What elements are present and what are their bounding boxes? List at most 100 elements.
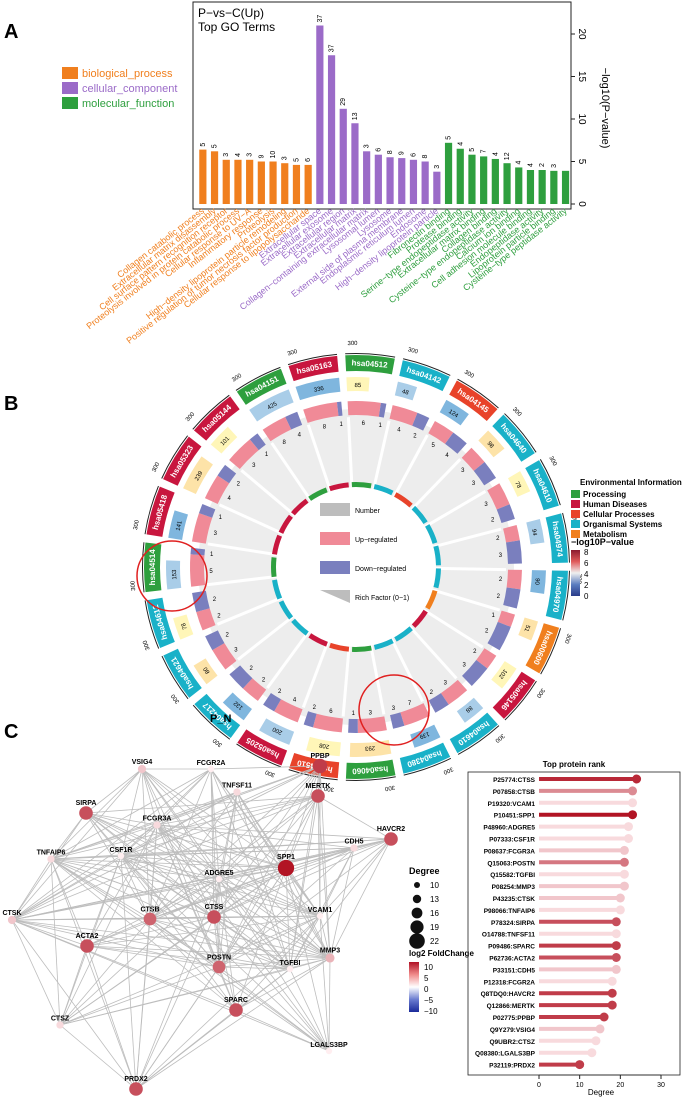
category-label: Human Diseases bbox=[583, 500, 648, 509]
up-regulated-bar bbox=[428, 420, 454, 444]
fc-colorbar-tick: 0 bbox=[424, 985, 429, 994]
network-edge bbox=[11, 765, 321, 921]
bar bbox=[561, 170, 570, 204]
network-edge bbox=[156, 824, 355, 849]
network-edge bbox=[218, 878, 291, 970]
network-node bbox=[47, 855, 55, 863]
bar-count-label: 9 bbox=[258, 155, 265, 159]
node-label: SPP1 bbox=[277, 854, 295, 861]
pathway-band bbox=[399, 360, 450, 392]
number-bar bbox=[346, 377, 370, 392]
network-edge bbox=[218, 838, 392, 968]
inner-legend-swatch bbox=[320, 503, 350, 516]
bar-count-label: 3 bbox=[364, 144, 371, 148]
network-edge bbox=[11, 919, 330, 1052]
protein-label: Q8TDQ0:HAVCR2 bbox=[481, 991, 536, 998]
network-edge bbox=[59, 945, 88, 1026]
chart-title: P−vs−C(Up) bbox=[198, 6, 264, 20]
network-edge bbox=[59, 824, 158, 1026]
bar bbox=[246, 159, 254, 204]
network-edge bbox=[218, 795, 319, 968]
network-node bbox=[207, 910, 221, 924]
inner-ring-segment bbox=[433, 545, 441, 566]
network-edge bbox=[218, 957, 331, 968]
bar-count-label: 8 bbox=[387, 150, 394, 154]
scale-line bbox=[457, 725, 500, 755]
spoke bbox=[422, 608, 484, 649]
protein-label: P19320:VCAM1 bbox=[488, 801, 536, 808]
down-count: 2 bbox=[491, 518, 495, 524]
network-node bbox=[143, 912, 157, 926]
network-edge bbox=[210, 768, 220, 880]
spoke bbox=[410, 458, 462, 511]
scale-label: 300 bbox=[323, 785, 334, 792]
network-node bbox=[286, 965, 294, 973]
down-count: 2 bbox=[226, 633, 230, 639]
down-regulated-bar bbox=[229, 665, 253, 689]
lollipop-head bbox=[575, 1060, 585, 1070]
up-count: 1 bbox=[492, 613, 496, 619]
network-edge bbox=[141, 768, 321, 917]
up-count: 2 bbox=[262, 678, 266, 684]
scale-label: 300 bbox=[185, 411, 197, 423]
up-count: 3 bbox=[369, 710, 373, 716]
inner-ring-segment bbox=[394, 492, 413, 508]
scale-line bbox=[142, 542, 145, 593]
highlight-circle bbox=[358, 674, 430, 746]
category-swatch bbox=[571, 530, 580, 538]
spoke bbox=[306, 424, 332, 492]
protein-label: P43235:CTSK bbox=[493, 896, 536, 903]
pathway-band bbox=[236, 368, 287, 405]
network-edge bbox=[218, 878, 237, 1011]
pathway-band bbox=[146, 597, 175, 649]
lollipop-head bbox=[623, 834, 633, 843]
bar-count-label: 37 bbox=[329, 44, 336, 52]
spoke bbox=[392, 434, 429, 498]
number-bar bbox=[349, 739, 392, 758]
rank-x-tick-label: 20 bbox=[616, 1082, 624, 1089]
number-bar bbox=[478, 430, 505, 458]
fc-colorbar-tick: 10 bbox=[424, 963, 433, 972]
network-edge bbox=[317, 795, 331, 959]
network-edge bbox=[156, 824, 392, 840]
protein-label: P12318:FCGR2A bbox=[484, 979, 536, 986]
pathway-band bbox=[525, 460, 559, 511]
node-label: CDH5 bbox=[344, 838, 363, 845]
down-regulated-bar bbox=[412, 412, 430, 431]
network-edge bbox=[141, 768, 331, 959]
scale-label: 300 bbox=[493, 732, 505, 743]
network-node bbox=[137, 764, 147, 774]
network-edge bbox=[120, 855, 151, 920]
up-regulated-bar bbox=[487, 483, 510, 510]
number-label: 85 bbox=[355, 383, 362, 389]
node-label: HAVCR2 bbox=[377, 826, 405, 833]
spoke bbox=[216, 596, 283, 626]
spoke bbox=[341, 646, 351, 717]
protein-label: P08254:MMP3 bbox=[492, 884, 536, 891]
number-bar bbox=[193, 658, 218, 685]
network-edge bbox=[156, 768, 212, 826]
down-regulated-bar bbox=[285, 411, 303, 430]
up-count: 2 bbox=[496, 536, 500, 542]
network-node bbox=[153, 821, 161, 829]
spoke bbox=[206, 575, 277, 587]
protein-label: P08637:FCGR3A bbox=[484, 848, 536, 855]
number-label: 51 bbox=[522, 624, 530, 633]
network-edge bbox=[86, 945, 331, 959]
down-regulated-bar bbox=[462, 659, 488, 686]
bar-count-label: 4 bbox=[516, 160, 523, 164]
network-edge bbox=[50, 768, 212, 860]
bar bbox=[386, 157, 394, 204]
bar-count-label: 4 bbox=[235, 153, 242, 157]
bar-count-label: 3 bbox=[551, 164, 558, 168]
scale-line bbox=[345, 776, 396, 781]
inner-ring-segment bbox=[291, 618, 309, 636]
scale-label: 300 bbox=[151, 461, 161, 473]
pathway-band bbox=[237, 729, 288, 766]
inner-legend-label: Down−regulated bbox=[355, 566, 406, 573]
up-count: 3 bbox=[234, 647, 238, 653]
network-edge bbox=[120, 855, 330, 1052]
bar-count-label: 29 bbox=[340, 98, 347, 106]
down-regulated-bar bbox=[503, 587, 521, 609]
